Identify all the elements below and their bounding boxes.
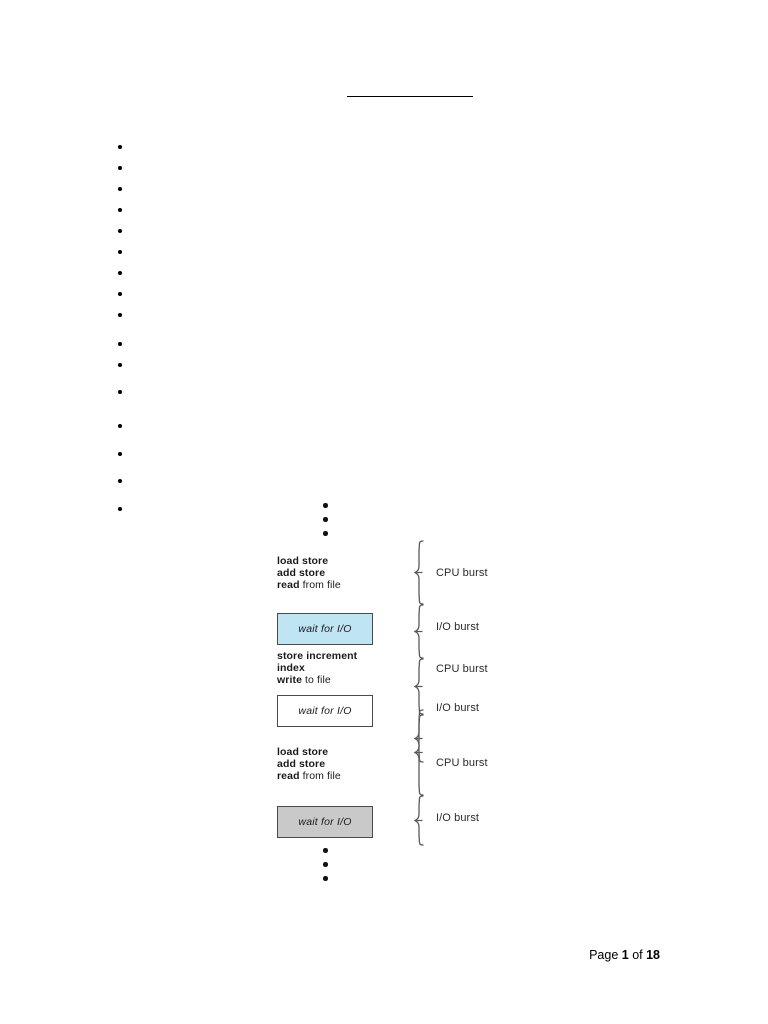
wait-for-io-box-blue: wait for I/O <box>277 613 373 645</box>
wait-for-io-label: wait for I/O <box>298 705 352 717</box>
code-line-bold: load store <box>277 746 329 758</box>
footer-total-pages: 18 <box>646 948 660 962</box>
burst-label-cpu-3: CPU burst <box>436 757 488 769</box>
list-item <box>104 283 126 304</box>
code-line-bold: read <box>277 769 300 782</box>
list-item <box>104 304 126 325</box>
burst-brace-icon <box>414 540 424 846</box>
wait-for-io-label: wait for I/O <box>298 623 352 635</box>
code-line-rest: to file <box>302 673 331 686</box>
footer-page-number: 1 <box>621 948 629 962</box>
code-line-bold: load store <box>277 555 329 567</box>
list-item <box>104 354 126 375</box>
burst-label-io-1: I/O burst <box>436 621 480 633</box>
list-item <box>104 409 126 443</box>
cpu-io-burst-figure: load store add store read from file wait… <box>262 498 522 881</box>
code-block-3: load store add store read from file <box>277 746 341 782</box>
bullet-list-secondary <box>104 333 126 519</box>
burst-label-cpu-1: CPU burst <box>436 567 488 579</box>
code-line-bold: write <box>277 673 303 686</box>
list-item <box>104 498 126 519</box>
list-item <box>104 443 126 464</box>
list-item <box>104 220 126 241</box>
vertical-ellipsis-top-icon <box>323 503 331 545</box>
list-item <box>104 375 126 409</box>
burst-label-cpu-2: CPU burst <box>436 663 488 675</box>
burst-label-io-2: I/O burst <box>436 702 480 714</box>
code-block-2: store increment index write to file <box>277 650 358 686</box>
list-item <box>104 178 126 199</box>
code-line-rest: from file <box>299 769 341 782</box>
list-item <box>104 464 126 498</box>
wait-for-io-box-gray: wait for I/O <box>277 806 373 838</box>
list-item <box>104 199 126 220</box>
list-item <box>104 333 126 354</box>
footer-middle: of <box>628 948 647 962</box>
wait-for-io-box-white: wait for I/O <box>277 695 373 727</box>
heading-underline <box>347 96 473 97</box>
list-item <box>104 241 126 262</box>
page-footer: Page 1 of 18 <box>0 948 660 962</box>
vertical-ellipsis-bottom-icon <box>323 848 331 890</box>
code-block-1: load store add store read from file <box>277 555 341 591</box>
list-item <box>104 136 126 157</box>
code-line-bold: store increment <box>277 650 358 662</box>
code-line-bold: add store <box>277 757 326 770</box>
code-line-bold: add store <box>277 566 326 579</box>
wait-for-io-label: wait for I/O <box>298 816 352 828</box>
list-item <box>104 157 126 178</box>
bullet-list-primary <box>104 136 126 325</box>
code-line-bold: index <box>277 661 305 674</box>
code-line-bold: read <box>277 578 300 591</box>
footer-prefix: Page <box>589 948 622 962</box>
page-title <box>347 78 473 94</box>
burst-label-io-3: I/O burst <box>436 812 480 824</box>
list-item <box>104 262 126 283</box>
code-line-rest: from file <box>299 578 341 591</box>
